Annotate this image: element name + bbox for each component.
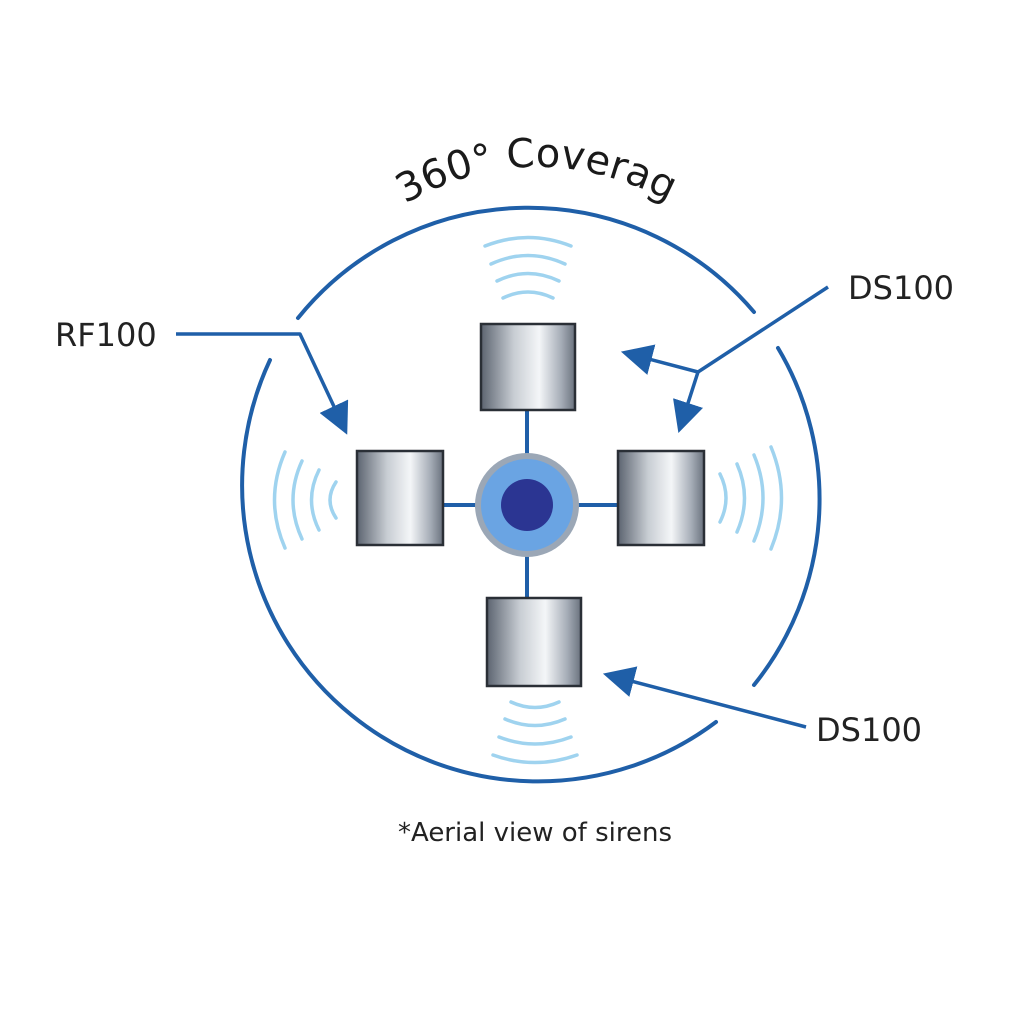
central-hub-icon (475, 453, 579, 557)
arrow-rf100 (176, 332, 349, 435)
callout-arrows (176, 285, 829, 729)
siren-speaker-top (479, 322, 577, 412)
label-rf100: RF100 (55, 316, 157, 354)
arrow-ds100-top-a (620, 344, 699, 375)
label-ds100-top: DS100 (848, 269, 954, 307)
label-ds100-bottom: DS100 (816, 711, 922, 749)
title-text: 360° Coverage (0, 0, 684, 213)
siren-speaker-right (616, 449, 706, 547)
sound-wave-icon (272, 235, 784, 765)
arrow-ds100-top-stem (697, 285, 829, 374)
arrow-ds100-bottom (602, 666, 807, 729)
page-title: 360° Coverage (0, 0, 684, 213)
footnote: *Aerial view of sirens (398, 818, 672, 848)
coverage-circle (240, 205, 822, 784)
siren-speaker-left (355, 449, 445, 547)
siren-speaker-bottom (485, 596, 583, 688)
svg-text:360° Coverage: 360° Coverage (0, 0, 684, 213)
arrow-ds100-top-b (673, 371, 704, 433)
